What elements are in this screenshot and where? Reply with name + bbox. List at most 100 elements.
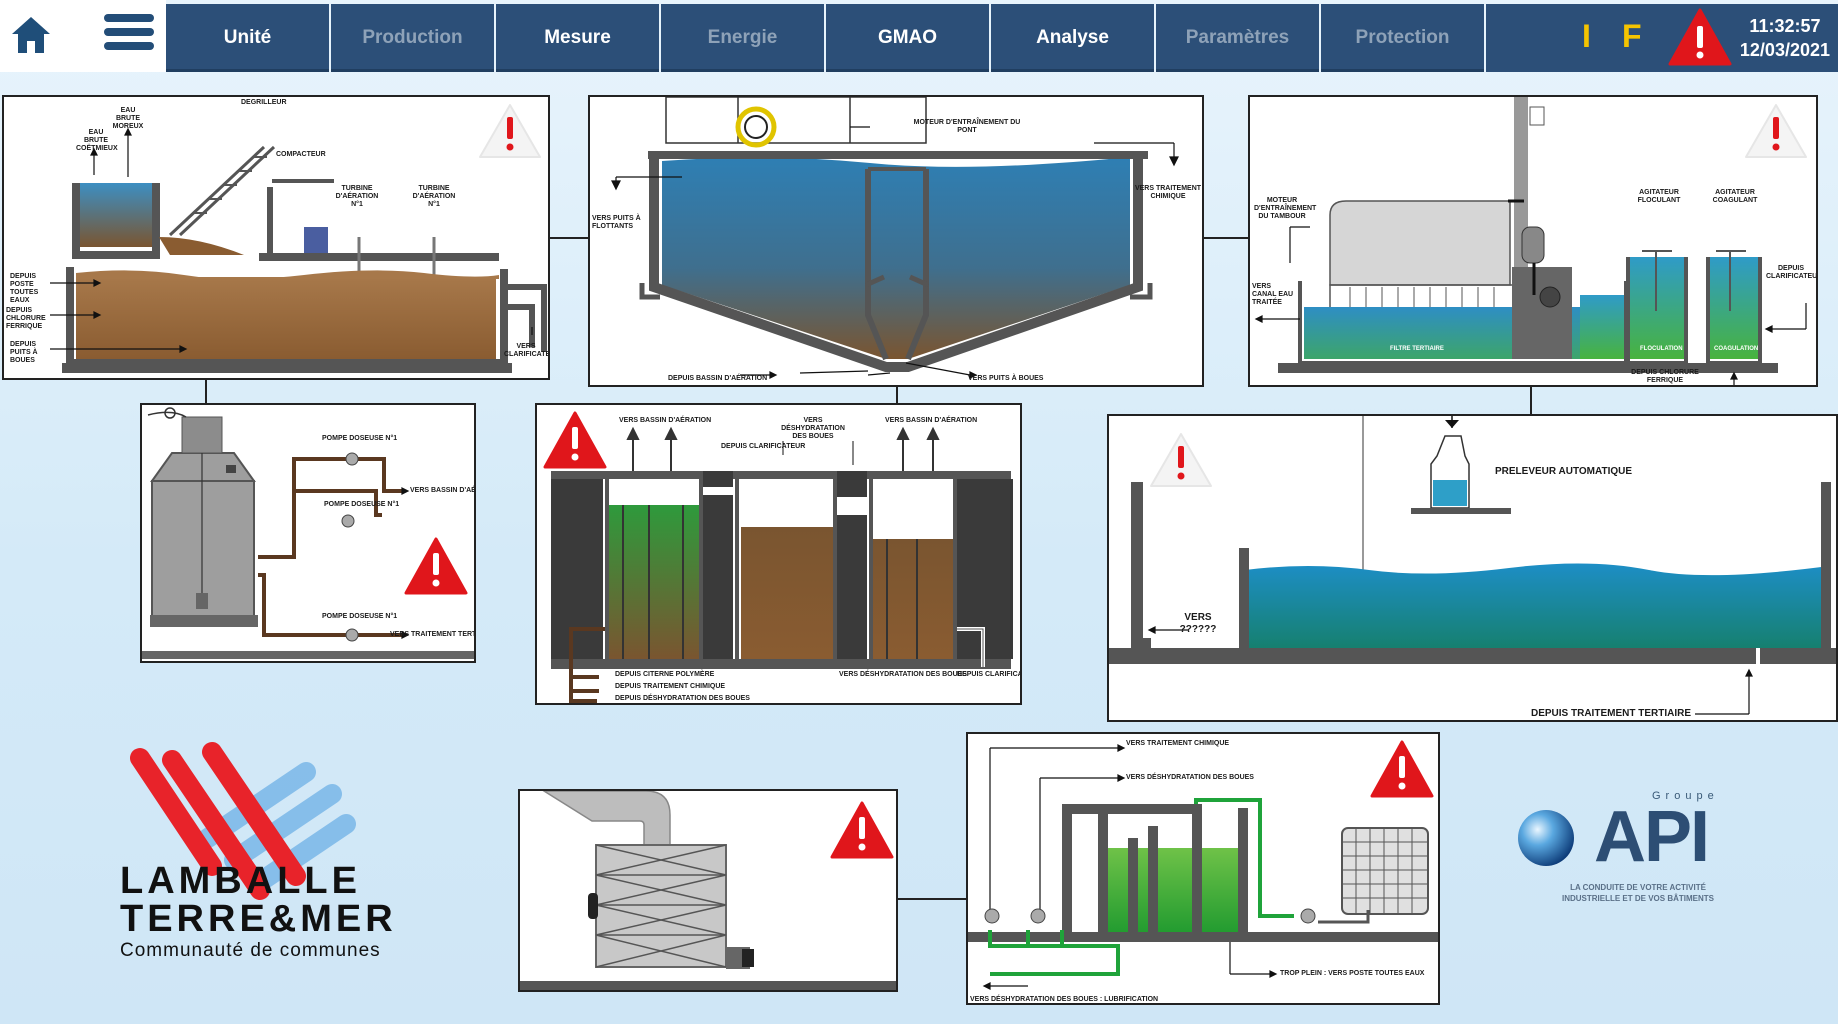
label-turbine-2: TURBINE D'AÉRATION N°1 xyxy=(335,185,379,208)
label-depuis-clarificateur: DEPUIS CLARIFICATEUR xyxy=(721,443,806,450)
panel-dosing[interactable]: POMPE DOSEUSE N°1 POMPE DOSEUSE N°1 POMP… xyxy=(140,403,476,663)
label-degrilleur: DEGRILLEUR xyxy=(241,99,287,106)
lamballe-logo-line3: Communauté de communes xyxy=(120,940,381,961)
alarm-warning-icon[interactable] xyxy=(830,801,894,859)
label-depuis-chlorure: DEPUIS CHLORURE FERRIQUE xyxy=(6,307,46,330)
alarm-warning-icon[interactable] xyxy=(478,103,542,159)
lamballe-logo-line1: LAMBALLE xyxy=(120,860,361,902)
tab-gmao[interactable]: GMAO xyxy=(826,4,989,72)
label-vers-deshydratation-bottom: VERS DÉSHYDRATATION DES BOUES xyxy=(839,671,967,678)
home-icon[interactable] xyxy=(10,14,52,56)
label-depuis-poste: DEPUIS POSTE TOUTES EAUX xyxy=(10,273,39,304)
lamballe-logo-line2: TERRE&MER xyxy=(120,898,397,940)
indicator-f[interactable]: F xyxy=(1622,18,1642,54)
label-trop-plein: TROP PLEIN : VERS POSTE TOUTES EAUX xyxy=(1280,970,1425,977)
top-navigation-bar: Unité Production Mesure Energie GMAO Ana… xyxy=(0,0,1838,72)
panel-outlet[interactable]: PRELEVEUR AUTOMATIQUE VERS ?????? DEPUIS… xyxy=(1107,414,1838,722)
dosing-diagram xyxy=(142,407,474,659)
label-vers-bassin: VERS BASSIN D'AÉRATION xyxy=(410,487,476,494)
label-depuis-chlorure: DEPUIS CHLORURE FERRIQUE xyxy=(1631,369,1699,384)
label-moteur-tambour: MOTEUR D'ENTRAÎNEMENT DU TAMBOUR xyxy=(1254,197,1317,220)
alarm-warning-icon[interactable] xyxy=(1149,432,1213,488)
label-vers-deshydratation: VERS DÉSHYDRATATION DES BOUES xyxy=(781,417,845,440)
alarm-warning-icon[interactable] xyxy=(543,411,607,469)
label-pompe-doseuse-2: POMPE DOSEUSE N°1 xyxy=(322,435,398,442)
alarm-warning-icon[interactable] xyxy=(1668,8,1732,66)
lamballe-logo xyxy=(130,742,356,900)
clock-date: 12/03/2021 xyxy=(1739,40,1830,60)
label-agitateur-floculant: AGITATEUR FLOCULANT xyxy=(1637,189,1681,204)
indicator-i[interactable]: I xyxy=(1582,18,1591,54)
connector-line xyxy=(896,385,898,403)
label-vers: VERS ?????? xyxy=(1179,612,1217,635)
dehydration-diagram xyxy=(968,744,1438,990)
label-depuis-tertiaire: DEPUIS TRAITEMENT TERTIAIRE xyxy=(1531,708,1692,719)
label-vers-chimique: VERS TRAITEMENT CHIMIQUE xyxy=(1126,740,1230,747)
tab-mesure[interactable]: Mesure xyxy=(496,4,659,72)
label-depuis-clarificateur: DEPUIS CLARIFICATEUR xyxy=(1766,265,1818,280)
panel-sludge[interactable]: VERS BASSIN D'AÉRATION VERS DÉSHYDRATATI… xyxy=(535,403,1022,705)
label-moteur-pont: MOTEUR D'ENTRAÎNEMENT DU PONT xyxy=(913,119,1021,134)
label-eau-brute-moreux: EAU BRUTE MOREUX xyxy=(112,107,144,130)
label-agitateur-coagulant: AGITATEUR COAGULANT xyxy=(1712,189,1758,204)
panel-ventilation[interactable] xyxy=(518,789,898,992)
label-depuis-deshydratation: DEPUIS DÉSHYDRATATION DES BOUES xyxy=(615,695,750,702)
label-eau-brute-coetmieux: EAU BRUTE COËTMIEUX xyxy=(76,129,118,152)
label-vers-puits-flottants: VERS PUITS À FLOTTANTS xyxy=(592,215,641,230)
label-vers-deshydratation: VERS DÉSHYDRATATION DES BOUES xyxy=(1126,774,1254,781)
connector-line xyxy=(1202,237,1250,239)
api-logo-group: Groupe xyxy=(1652,790,1719,802)
clock-time: 11:32:57 xyxy=(1749,16,1821,36)
label-compacteur: COMPACTEUR xyxy=(276,151,326,158)
tab-unite[interactable]: Unité xyxy=(166,4,329,72)
status-area: I F 11:32:57 12/03/2021 xyxy=(1486,4,1838,72)
clock: 11:32:57 12/03/2021 xyxy=(1740,14,1830,62)
panel-tertiary[interactable]: MOTEUR D'ENTRAÎNEMENT DU TAMBOUR AGITATE… xyxy=(1248,95,1818,387)
label-coagulation: COAGULATION xyxy=(1714,346,1759,352)
clarifier-diagram xyxy=(611,97,1179,379)
panel-clarifier[interactable]: MOTEUR D'ENTRAÎNEMENT DU PONT VERS PUITS… xyxy=(588,95,1204,387)
panel-dehydration[interactable]: VERS TRAITEMENT CHIMIQUE VERS DÉSHYDRATA… xyxy=(966,732,1440,1005)
tab-energie[interactable]: Energie xyxy=(661,4,824,72)
outlet-diagram xyxy=(1109,416,1836,715)
label-turbine-1: TURBINE D'AÉRATION N°1 xyxy=(412,185,456,208)
tab-parametres[interactable]: Paramètres xyxy=(1156,4,1319,72)
label-pompe-doseuse-1: POMPE DOSEUSE N°1 xyxy=(324,501,400,508)
label-depuis-clarificateur-bottom: DEPUIS CLARIFICATEUR xyxy=(957,671,1022,678)
label-depuis-citerne: DEPUIS CITERNE POLYMÈRE xyxy=(615,671,715,678)
connector-line xyxy=(548,237,590,239)
api-logo-tagline: LA CONDUITE DE VOTRE ACTIVITÉ INDUSTRIEL… xyxy=(1561,883,1714,903)
label-vers-deshydratation-bottom: VERS DÉSHYDRATATION DES BOUES : LUBRIFIC… xyxy=(970,996,1159,1003)
nav-tabs: Unité Production Mesure Energie GMAO Ana… xyxy=(166,4,1486,72)
label-vers-canal: VERS CANAL EAU TRAITÉE xyxy=(1252,283,1294,306)
label-vers-clarificateur: VERS CLARIFICATEUR xyxy=(504,343,550,358)
label-depuis-bassin: DEPUIS BASSIN D'AÉRATION xyxy=(668,375,768,382)
connector-line xyxy=(898,898,966,900)
tab-protection[interactable]: Protection xyxy=(1321,4,1484,72)
pretreatment-diagram xyxy=(50,127,547,373)
alarm-warning-icon[interactable] xyxy=(404,537,468,595)
label-depuis-puits: DEPUIS PUITS À BOUES xyxy=(10,341,38,364)
label-vers-traitement-chimique: VERS TRAITEMENT CHIMIQUE xyxy=(1134,185,1202,200)
connector-line xyxy=(1530,386,1532,414)
label-vers-bassin-2: VERS BASSIN D'AÉRATION xyxy=(885,417,978,424)
ventilation-diagram xyxy=(520,791,896,990)
tab-production[interactable]: Production xyxy=(331,4,494,72)
label-floculation: FLOCULATION xyxy=(1640,346,1683,352)
label-depuis-traitement: DEPUIS TRAITEMENT CHIMIQUE xyxy=(615,683,726,690)
hamburger-menu-icon[interactable] xyxy=(104,14,154,54)
label-filtre-tertiaire: FILTRE TERTIAIRE xyxy=(1390,346,1444,352)
sludge-diagram xyxy=(551,426,1013,703)
home-area xyxy=(0,0,166,72)
label-preleveur: PRELEVEUR AUTOMATIQUE xyxy=(1495,466,1633,477)
label-vers-traitement: VERS TRAITEMENT TERTIAIRE xyxy=(390,631,476,638)
alarm-warning-icon[interactable] xyxy=(1744,103,1808,159)
tertiary-diagram xyxy=(1254,97,1807,385)
tab-analyse[interactable]: Analyse xyxy=(991,4,1154,72)
api-logo-name: API xyxy=(1594,797,1710,877)
label-pompe-doseuse-3: POMPE DOSEUSE N°1 xyxy=(322,613,398,620)
label-vers-bassin-1: VERS BASSIN D'AÉRATION xyxy=(619,417,712,424)
panel-pretreatment[interactable]: DEGRILLEUR EAU BRUTE MOREUX EAU BRUTE CO… xyxy=(2,95,550,380)
alarm-warning-icon[interactable] xyxy=(1370,740,1434,798)
api-logo-sphere xyxy=(1518,810,1574,866)
